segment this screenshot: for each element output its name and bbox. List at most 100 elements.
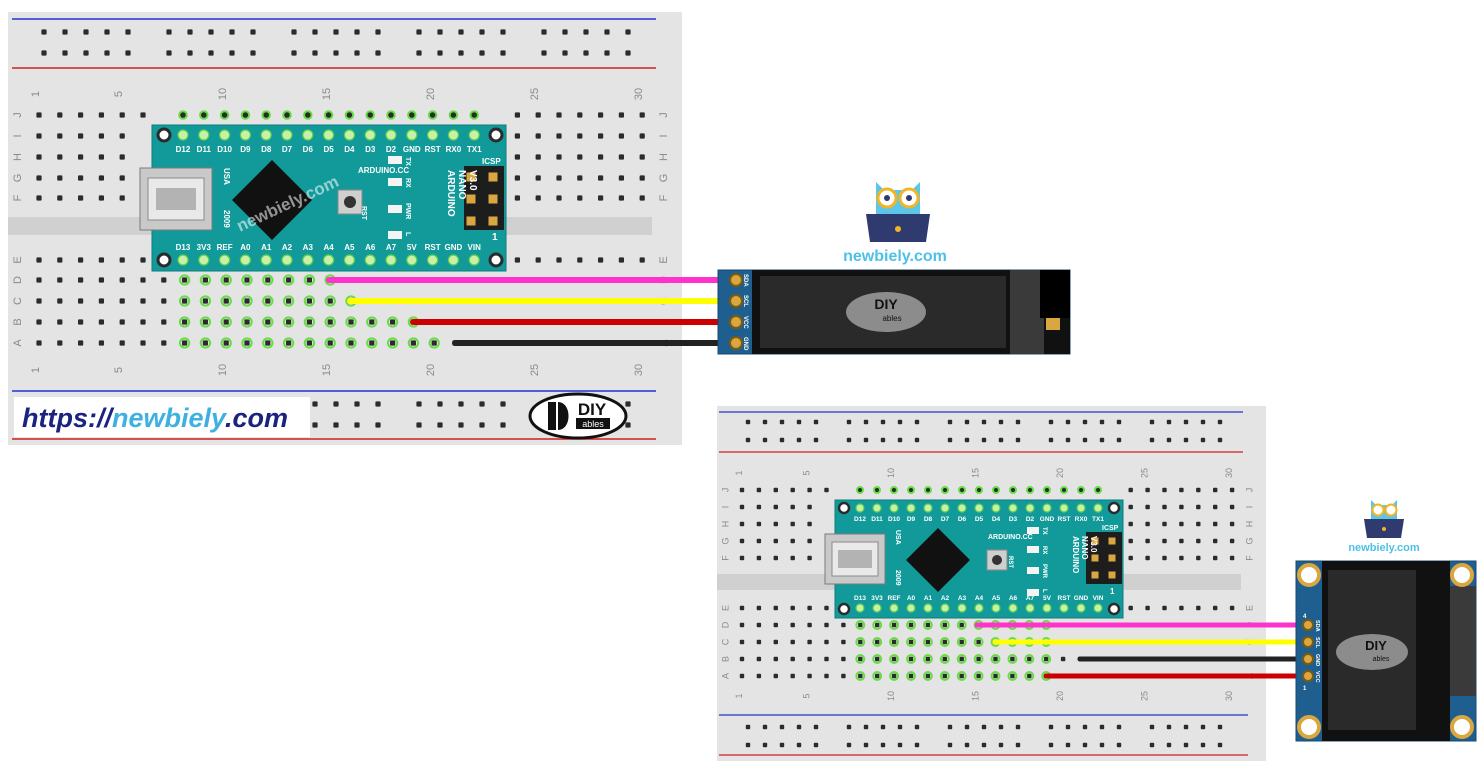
hole: [577, 154, 583, 160]
nano-pin: [281, 129, 293, 141]
hole: [756, 673, 762, 679]
hole: [807, 504, 812, 510]
oled-128x64: SDA SCL GND VCC 4 1 DIY ables: [1295, 560, 1477, 742]
hole: [959, 656, 964, 662]
hole: [1179, 521, 1184, 527]
nano-pin: [468, 129, 480, 141]
hole: [1213, 487, 1218, 493]
hole: [796, 437, 802, 443]
oled2-pin-vcc: VCC: [1314, 671, 1320, 683]
hole: [416, 401, 422, 407]
nano-pin: [1025, 603, 1035, 613]
nano-pin: [1059, 603, 1069, 613]
hole: [119, 319, 125, 325]
pin-label-top: D7: [282, 145, 293, 154]
hole: [959, 639, 964, 645]
hole: [598, 112, 604, 118]
oled1-pin-gnd: GND: [742, 337, 748, 351]
hole: [1149, 724, 1155, 730]
oled1-pin-vcc: VCC: [742, 316, 748, 329]
nano-pin: [1008, 603, 1018, 613]
nano-pin: [906, 603, 916, 613]
hole: [1027, 673, 1032, 679]
hole: [187, 50, 193, 56]
row-letter: J: [720, 488, 730, 493]
hole: [639, 154, 645, 160]
col-number: 25: [1140, 468, 1150, 478]
svg-text:RST: RST: [1007, 556, 1013, 568]
hole: [863, 419, 869, 425]
hole: [942, 656, 947, 662]
hole: [618, 175, 624, 181]
hole: [514, 195, 520, 201]
nano-pin: [239, 254, 251, 266]
hole: [998, 724, 1004, 730]
nano-pin: [855, 603, 865, 613]
hole: [182, 340, 188, 346]
hole: [925, 639, 931, 645]
hole: [223, 298, 229, 304]
hole: [790, 487, 795, 493]
pin-label-bottom: REF: [888, 595, 901, 602]
hole: [891, 673, 897, 679]
hole: [796, 742, 802, 748]
row-letter: B: [720, 656, 730, 662]
hole: [1048, 724, 1054, 730]
model-line1: ARDUINO: [445, 170, 456, 217]
l-label: L: [404, 232, 411, 237]
hole: [202, 277, 208, 283]
row-letter: I: [12, 134, 24, 137]
hole: [824, 656, 829, 662]
hole: [756, 656, 762, 662]
nano-pin: [991, 603, 1001, 613]
hole: [125, 29, 131, 35]
hole: [1213, 538, 1218, 544]
hole: [1065, 437, 1071, 443]
nano-pin: [447, 129, 459, 141]
hole: [1116, 437, 1122, 443]
hole: [739, 673, 745, 679]
hole: [891, 639, 897, 645]
hole: [1099, 437, 1105, 443]
pin-label-bottom: A5: [344, 243, 355, 252]
pin-label-top: D12: [176, 145, 191, 154]
hole: [779, 724, 785, 730]
hole: [250, 29, 256, 35]
hole: [1145, 487, 1150, 493]
col-number: 10: [217, 88, 229, 100]
hole: [479, 401, 485, 407]
svg-text:USA: USA: [894, 530, 901, 545]
hole: [57, 257, 63, 263]
hole: [182, 277, 188, 283]
col-number: 30: [633, 88, 645, 100]
hole: [875, 639, 880, 645]
row-letter: H: [658, 153, 670, 161]
svg-text:2009: 2009: [894, 570, 901, 586]
hole: [1149, 419, 1155, 425]
svg-text:ICSP: ICSP: [1102, 525, 1119, 532]
hole: [119, 257, 125, 263]
hole: [354, 422, 360, 428]
hole: [858, 622, 863, 628]
url-banner: https://newbiely.com: [14, 397, 310, 437]
hole: [1162, 555, 1167, 561]
hole: [140, 340, 146, 346]
hole: [947, 419, 953, 425]
pin-label-bottom: A1: [261, 243, 272, 252]
hole: [1162, 605, 1167, 611]
hole: [1183, 742, 1189, 748]
hole: [1183, 437, 1189, 443]
hole: [348, 319, 354, 325]
col-number: 30: [633, 364, 645, 376]
hole: [98, 154, 104, 160]
nano-pin: [219, 129, 231, 141]
nano-pin: [364, 129, 376, 141]
hole: [83, 29, 89, 35]
hole: [762, 724, 768, 730]
nano-pin: [427, 254, 439, 266]
nano-pin: [1076, 503, 1086, 513]
nano-pin: [177, 129, 189, 141]
hole: [327, 319, 333, 325]
hole: [981, 724, 987, 730]
pin-label-bottom: 5V: [407, 243, 417, 252]
